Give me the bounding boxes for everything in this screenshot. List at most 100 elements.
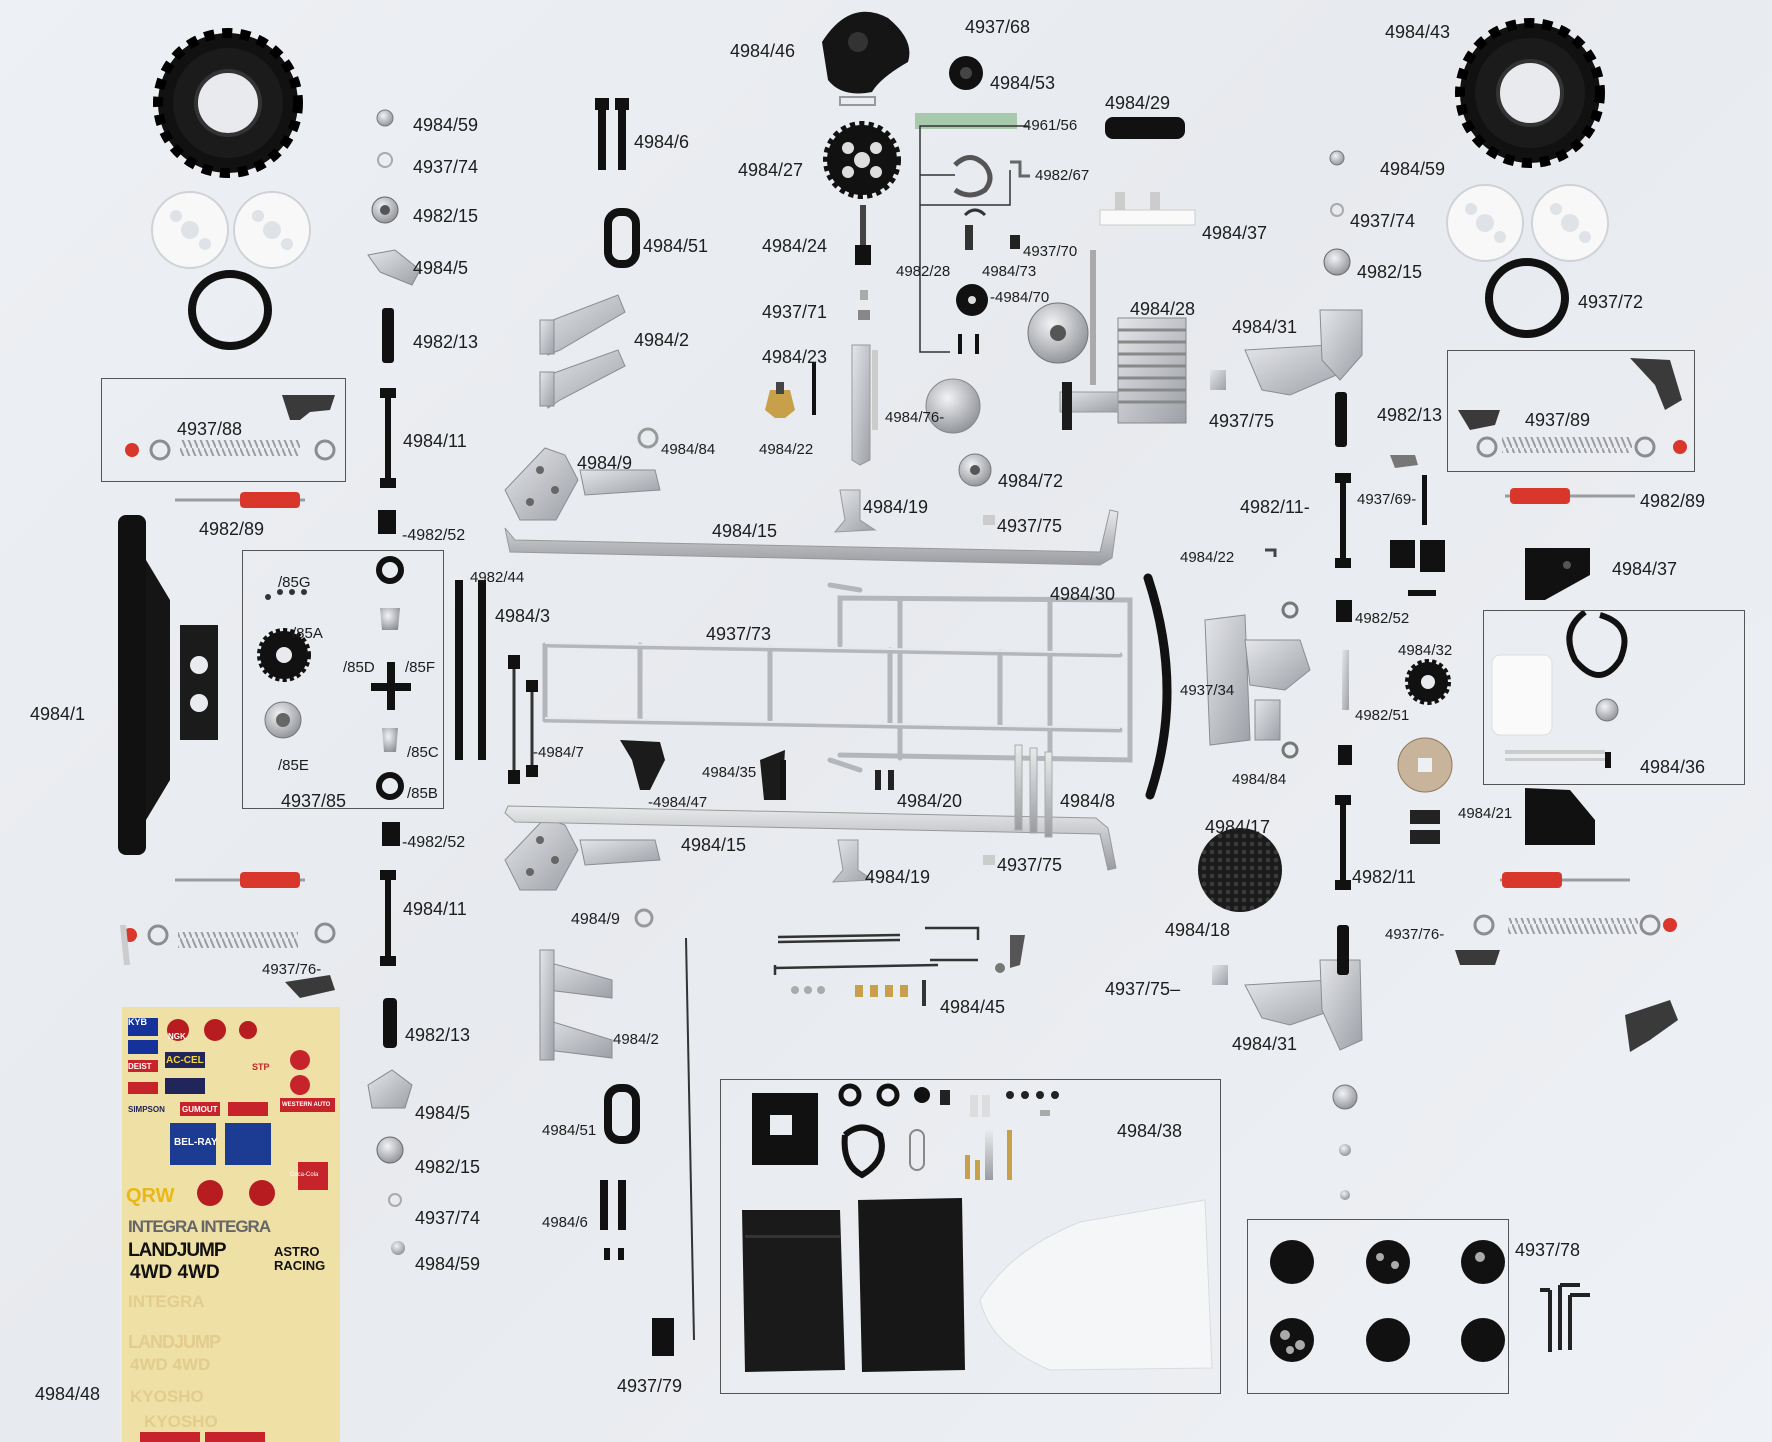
axle-icon [382,308,394,363]
decal-logo: DEIST [128,1062,152,1071]
part-label: 4984/29 [1105,93,1171,113]
part-label: 4937/79 [617,1376,683,1396]
part-label: 4937/75 [1209,411,1275,431]
part-label: 4984/31 [1232,1034,1298,1054]
part-label: 4984/73 [982,263,1037,280]
part-label: 4982/15 [413,206,479,226]
part-label: 4982/67 [1035,167,1090,184]
decal-text: INTEGRA [128,1292,205,1311]
part-label: 4984/11 [403,899,467,919]
joint-cup-icon [378,510,396,534]
part-label: 4984/45 [940,997,1006,1017]
dogbone-icon [380,388,396,488]
coil-spring-icon [178,437,1638,948]
part-label: 4937/85 [281,791,347,811]
spring-shock-icon [175,488,1635,888]
part-label: 4937/89 [1525,410,1591,430]
decal-text: 4WD 4WD [130,1262,220,1283]
kit-box-4937-89 [1447,350,1695,472]
part-label: 4982/13 [413,332,479,352]
part-label: 4982/89 [1640,491,1706,511]
knuckle-icon [367,249,421,286]
decal-text: KYOSHO [130,1387,204,1406]
part-label: 4984/51 [542,1122,597,1139]
part-label: 4982/51 [1355,707,1410,724]
suspension-arm-right-icon [1244,309,1363,1051]
part-label: 4937/75 [997,855,1063,875]
drive-shaft-icon [455,580,486,760]
decal-sheet: KYB NGK DEIST AC-CEL STP SIMPSON GUMOUT … [122,1007,340,1442]
sponge-icon [915,113,1017,129]
screw-icon [595,98,629,170]
part-label: 4937/76- [262,961,322,978]
part-label: 4984/30 [1050,584,1116,604]
part-label: 4984/43 [1385,22,1451,42]
part-label: 4984/3 [495,606,551,626]
part-label: 4937/88 [177,419,243,439]
tire-right-icon [1455,18,1605,168]
engine-icon [925,250,1187,487]
part-label: 4982/44 [470,569,525,586]
part-label: /85E [278,757,309,774]
part-label: 4984/59 [1380,159,1446,179]
kit-box-4937-78 [1247,1219,1509,1394]
kit-box-4984-36 [1483,610,1745,785]
bracket-icon [1099,209,1196,226]
part-label: 4984/23 [762,347,828,367]
part-label: 4982/15 [415,1157,481,1177]
part-label: -4984/47 [648,794,708,811]
servo-saver-icon [620,740,665,790]
part-label: 4984/35 [702,764,757,781]
part-label: 4937/72 [1578,292,1644,312]
decal-logo: WESTERN AUTO [282,1102,331,1108]
part-label: 4984/1 [30,704,86,724]
part-label: 4984/18 [1165,920,1231,940]
decal-text: 4WD 4WD [130,1355,211,1374]
part-label: /85C [407,744,439,761]
part-label: 4984/37 [1612,559,1678,579]
part-label: 4937/69- [1357,491,1417,508]
decal-text: KYOSHO [144,1412,218,1431]
decal-logo: AC-CEL [166,1055,204,1066]
part-label: 4937/75 [997,516,1063,536]
part-label: 4984/37 [1202,223,1268,243]
part-label: 4937/70 [1023,243,1078,260]
air-filter-icon [1198,828,1282,912]
decal-logo: NGK [168,1032,186,1041]
part-label: 4984/36 [1640,757,1706,777]
part-label: 4984/24 [762,236,828,256]
part-label: 4984/84 [1232,771,1287,788]
radio-box-icon [742,1083,1213,1372]
part-label: 4984/17 [1205,817,1271,837]
ball-end-icon [765,363,816,418]
part-label: 4984/19 [865,867,931,887]
side-rail-icon [504,509,1119,871]
screw-bag-icon [1270,1240,1505,1362]
part-label: 4937/74 [415,1208,481,1228]
part-label: 4982/11- [1240,497,1310,517]
part-label: /85F [405,659,436,676]
decal-text: LANDJUMP [128,1332,221,1352]
mount-icon [604,208,640,268]
front-bumper-icon [1143,573,1172,800]
part-label: 4937/73 [706,624,772,644]
part-label: 4984/9 [577,453,633,473]
part-label: /85D [343,659,375,676]
part-label: 4982/11 [1352,867,1416,887]
decal-logo: SIMPSON [128,1105,165,1114]
motor-plate-icon [822,11,910,106]
tube-icon [1105,117,1185,139]
part-label: 4984/59 [413,115,479,135]
fuel-tank-icon [1491,609,1628,768]
part-label: 4984/5 [415,1103,471,1123]
part-label: 4984/72 [998,471,1064,491]
part-label: 4984/27 [738,160,804,180]
gear-icon [257,628,1451,705]
part-label: 4984/28 [1130,299,1196,319]
part-label: 4984/6 [634,132,690,152]
decal-logo: QRW [126,1185,175,1207]
part-label: 4937/71 [762,302,828,322]
kit-box-4937-88 [101,378,346,482]
part-label: 4984/76- [885,409,945,426]
